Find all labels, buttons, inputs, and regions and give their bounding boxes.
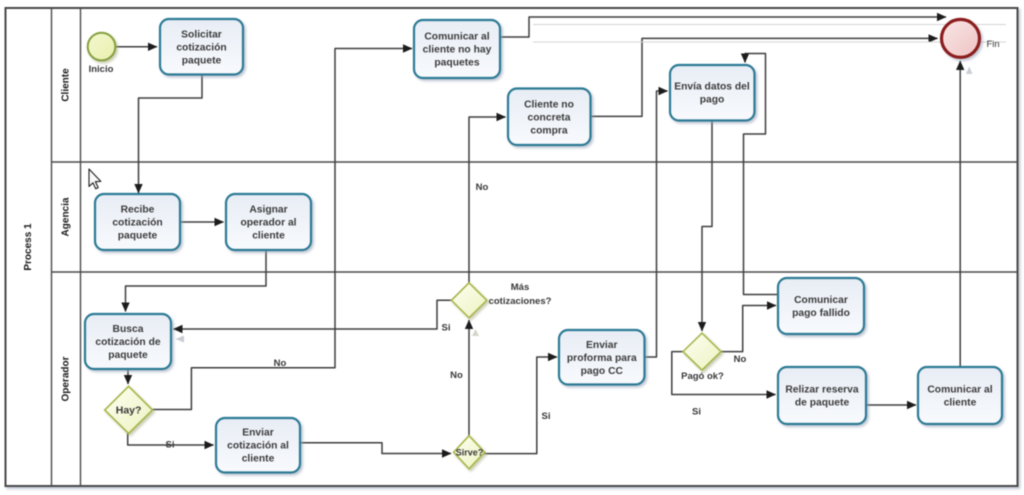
svg-text:paquetes: paquetes [434, 58, 479, 69]
svg-text:pago fallido: pago fallido [792, 308, 850, 319]
svg-text:Si: Si [166, 440, 175, 451]
svg-text:cliente no hay: cliente no hay [423, 45, 492, 56]
svg-text:de paquete: de paquete [795, 398, 850, 409]
svg-text:Relizar reserva: Relizar reserva [785, 385, 859, 396]
svg-text:No: No [450, 370, 463, 381]
svg-text:compra: compra [530, 125, 567, 136]
svg-text:Recibe: Recibe [121, 205, 155, 216]
svg-text:cotización de: cotización de [95, 337, 160, 348]
svg-text:Comunicar al: Comunicar al [424, 32, 489, 43]
svg-text:cotización: cotización [176, 43, 226, 54]
svg-text:No: No [734, 354, 747, 365]
svg-text:pago CC: pago CC [581, 366, 624, 377]
svg-text:cliente: cliente [944, 398, 977, 409]
svg-text:Asignar: Asignar [249, 205, 287, 216]
svg-text:paquete: paquete [108, 350, 148, 361]
svg-text:paquete: paquete [118, 231, 158, 242]
svg-text:Solicitar: Solicitar [181, 30, 222, 41]
svg-text:Comunicar al: Comunicar al [927, 385, 992, 396]
svg-text:Si: Si [542, 411, 551, 422]
svg-text:operador al: operador al [240, 218, 296, 229]
svg-text:Busca: Busca [113, 324, 144, 335]
svg-text:Sirve?: Sirve? [456, 448, 484, 458]
svg-text:Fin: Fin [987, 39, 1000, 50]
svg-text:Enviar: Enviar [242, 428, 273, 439]
svg-text:Enviar: Enviar [586, 340, 617, 351]
svg-text:Hay?: Hay? [116, 405, 142, 417]
svg-text:Si: Si [692, 407, 701, 418]
svg-text:Operador: Operador [61, 356, 72, 401]
svg-text:pago: pago [700, 95, 725, 106]
svg-text:Inicio: Inicio [89, 64, 114, 75]
svg-text:Si: Si [442, 323, 451, 334]
svg-text:paquete: paquete [182, 56, 222, 67]
svg-text:No: No [274, 358, 287, 369]
svg-text:Envía datos del: Envía datos del [674, 82, 750, 93]
svg-text:Cliente no: Cliente no [524, 99, 574, 110]
svg-text:proforma para: proforma para [567, 353, 637, 364]
svg-text:Comunicar: Comunicar [794, 295, 848, 306]
svg-text:Cliente: Cliente [61, 68, 72, 102]
svg-text:Más: Más [511, 282, 529, 293]
svg-text:No: No [476, 182, 489, 193]
svg-text:Process 1: Process 1 [23, 223, 34, 271]
svg-text:cotización: cotización [112, 218, 162, 229]
svg-text:concreta: concreta [528, 112, 571, 123]
svg-text:cotización al: cotización al [227, 441, 289, 452]
svg-text:cliente: cliente [252, 231, 285, 242]
svg-text:Pagó ok?: Pagó ok? [681, 371, 724, 382]
svg-text:Agencia: Agencia [61, 197, 72, 236]
svg-text:cliente: cliente [242, 454, 275, 465]
svg-text:cotizaciones?: cotizaciones? [489, 296, 552, 307]
